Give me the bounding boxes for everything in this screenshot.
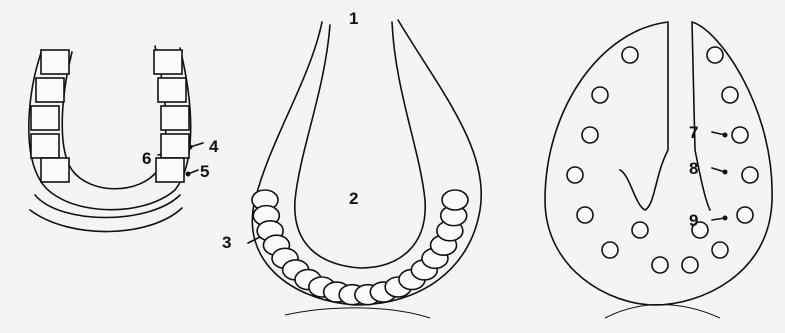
cells-layer <box>31 47 758 305</box>
spiral-cell <box>737 207 753 223</box>
spiral-cell <box>652 257 668 273</box>
spiral-cell <box>567 167 583 183</box>
spiral-cell <box>632 222 648 238</box>
spiral-cell <box>592 87 608 103</box>
epithelial-cell <box>156 158 184 182</box>
spiral-cell <box>712 242 728 258</box>
label-2: 2 <box>349 190 358 207</box>
arrow-head <box>723 170 728 175</box>
spiral-cell <box>732 127 748 143</box>
label-3: 3 <box>222 234 231 251</box>
epithelial-cell <box>36 78 64 102</box>
spiral-cell <box>722 87 738 103</box>
oval-cell <box>442 190 468 210</box>
epithelial-cell <box>161 134 189 158</box>
spiral-cell <box>622 47 638 63</box>
spiral-cell <box>707 47 723 63</box>
epithelial-cell <box>41 50 69 74</box>
arrow-head <box>186 172 191 177</box>
arrow-head <box>723 216 728 221</box>
label-4: 4 <box>209 138 218 155</box>
spiral-cell <box>602 242 618 258</box>
epithelial-cell <box>161 106 189 130</box>
spiral-cell <box>582 127 598 143</box>
arrow-head <box>723 133 728 138</box>
epithelial-cell <box>158 78 186 102</box>
spiral-cell <box>577 207 593 223</box>
label-7: 7 <box>689 124 698 141</box>
label-8: 8 <box>689 160 698 177</box>
label-6: 6 <box>142 150 151 167</box>
spiral-cell <box>742 167 758 183</box>
epithelial-cell <box>41 158 69 182</box>
label-1: 1 <box>349 10 358 27</box>
epithelial-cell <box>31 106 59 130</box>
spiral-cell <box>682 257 698 273</box>
label-5: 5 <box>200 163 209 180</box>
epithelial-cell <box>31 134 59 158</box>
epithelial-cell <box>154 50 182 74</box>
label-9: 9 <box>689 212 698 229</box>
